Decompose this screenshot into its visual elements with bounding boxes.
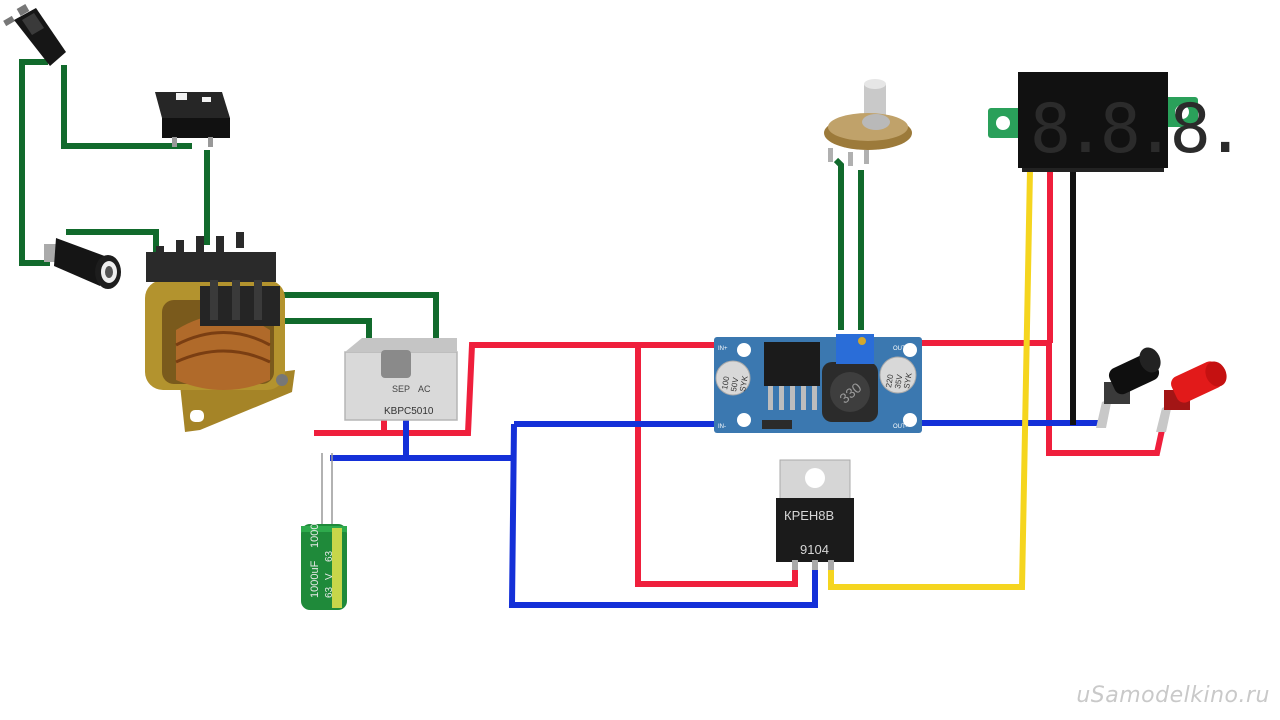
black-binding-post-icon — [1096, 347, 1161, 428]
dcdc-cap2-value: 220 — [884, 373, 895, 388]
voltmeter-icon: 8.8.8. — [988, 72, 1246, 172]
capacitor-icon: 1000uF 1000 63 V 63 — [301, 453, 347, 610]
fuse-holder-icon — [44, 238, 121, 289]
dcdc-cap1-value: 100 — [720, 375, 731, 390]
capacitor-voltage: 63 — [324, 586, 335, 598]
dcdc-module-icon: IN+ IN- OUT+ OUT- 100 50V SYK 220 35V SY… — [714, 334, 922, 433]
dcdc-out-plus: OUT+ — [893, 346, 910, 352]
dcdc-cap2-brand: SYK — [902, 371, 914, 389]
red-binding-post-icon — [1156, 361, 1227, 432]
wire-positive-to-regulator — [635, 345, 798, 587]
bridge-part-number: KBPC5010 — [384, 406, 434, 417]
wire-out-positive — [915, 340, 1165, 456]
dcdc-cap2-voltage: 35V — [893, 373, 904, 389]
bridge-ac-label: AC — [418, 384, 431, 394]
voltmeter-digits: 8.8.8. — [1030, 90, 1240, 169]
wire-transformer-to-bridge-ac1 — [278, 292, 439, 358]
dcdc-in-minus: IN- — [718, 424, 726, 430]
wire-meter-signal — [828, 169, 1033, 590]
wire-plug-to-switch — [61, 65, 192, 149]
capacitor-value: 1000uF — [309, 560, 321, 598]
dcdc-cap1-voltage: 50V — [729, 376, 740, 392]
bridge-rectifier-icon: SEP AC KBPC5010 — [344, 338, 458, 421]
regulator-code: 9104 — [800, 542, 829, 557]
wire-plug-to-fuse — [19, 59, 50, 266]
dcdc-cap1-brand: SYK — [738, 374, 750, 392]
wire-pot-left — [833, 157, 844, 330]
capacitor-value-2: 1000 — [309, 524, 321, 548]
dcdc-in-plus: IN+ — [718, 346, 728, 352]
wire-positive-bus — [314, 342, 720, 436]
rocker-switch-icon — [155, 92, 230, 147]
capacitor-voltage-2: 63 — [324, 550, 335, 562]
plug-icon — [3, 4, 66, 66]
bridge-brand: SEP — [392, 384, 410, 394]
regulator-icon: КРЕН8В 9104 — [776, 459, 854, 570]
watermark: uSamodelkino.ru — [1076, 683, 1270, 708]
regulator-name: КРЕН8В — [784, 508, 834, 523]
potentiometer-icon — [824, 79, 912, 166]
transformer-icon — [145, 232, 295, 432]
capacitor-unit: V — [324, 573, 335, 580]
dcdc-out-minus: OUT- — [893, 424, 907, 430]
wire-negative-loop — [508, 423, 818, 608]
